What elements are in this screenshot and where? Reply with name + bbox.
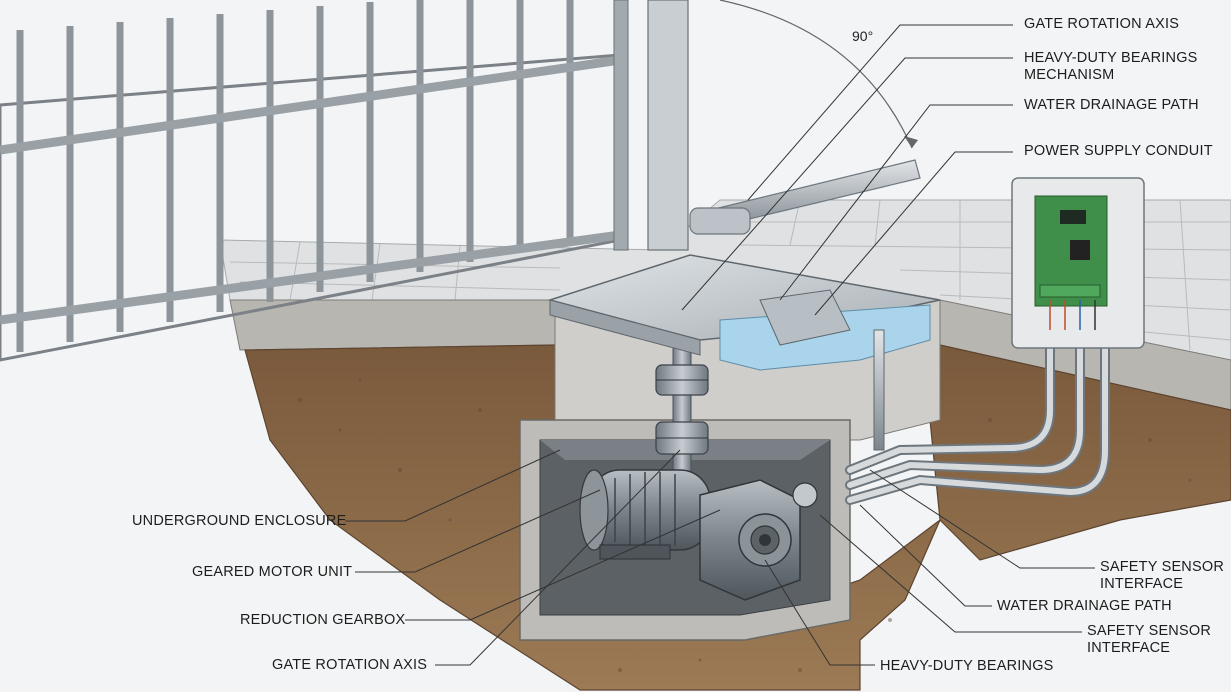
rotation-shaft [655,319,709,491]
label-geared-motor-unit: GEARED MOTOR UNIT [192,564,353,580]
rotation-arc-arrowhead [904,136,918,148]
reduction-gearbox [699,479,818,601]
label-water-drainage-path-right: WATER DRAINAGE PATH [997,598,1172,614]
label-water-drainage-path-top: WATER DRAINAGE PATH [1024,97,1199,113]
rotation-arc [719,0,913,149]
label-heavy-duty-bearings-bottom: HEAVY-DUTY BEARINGS [880,658,1054,674]
gate [0,0,689,362]
label-gate-rotation-axis-top: GATE ROTATION AXIS [1024,16,1180,32]
label-safety-sensor-interface-1: SAFETY SENSOR INTERFACE [1100,559,1225,592]
label-reduction-gearbox: REDUCTION GEARBOX [240,612,406,628]
gate-post [647,0,689,251]
control-box [1011,177,1145,349]
conduit-pipes [845,335,1110,505]
rotation-angle-label: 90° [852,28,874,44]
geared-motor [579,469,711,560]
label-gate-rotation-axis-bottom: GATE ROTATION AXIS [272,657,428,673]
label-safety-sensor-interface-2: SAFETY SENSOR INTERFACE [1087,623,1212,656]
drainage-channel [719,289,931,451]
label-underground-enclosure: UNDERGROUND ENCLOSURE [132,513,347,529]
label-heavy-duty-bearings-mechanism: HEAVY-DUTY BEARINGS MECHANISM [1024,50,1198,83]
label-power-supply-conduit: POWER SUPPLY CONDUIT [1024,143,1213,159]
actuator-arm [689,159,921,235]
leader-lines [345,24,1095,666]
